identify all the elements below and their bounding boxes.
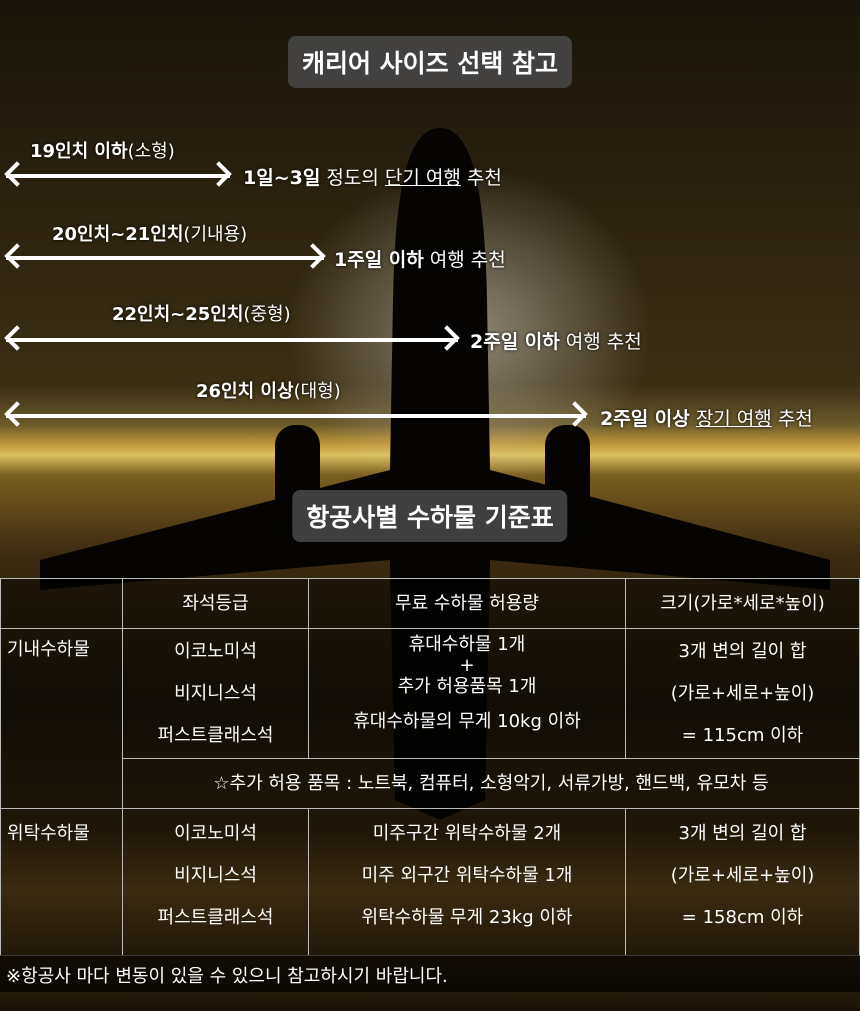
header-empty — [0, 578, 123, 629]
header-size: 크기(가로*세로*높이) — [625, 578, 860, 629]
carry-on-label: 기내수하물 — [0, 628, 123, 809]
baggage-table: 좌석등급 무료 수하물 허용량 크기(가로*세로*높이) 기내수하물 이코노미석… — [0, 578, 860, 956]
double-arrow-icon — [6, 256, 324, 260]
double-arrow-icon — [6, 338, 458, 342]
size-label-small: 19인치 이하(소형) — [30, 141, 175, 162]
carry-on-size: 3개 변의 길이 합(가로+세로+높이)= 115cm 이하 — [625, 628, 860, 759]
size-desc-small: 1일~3일 정도의 단기 여행 추천 — [243, 167, 502, 189]
additional-items-note: ☆추가 허용 품목 : 노트북, 컴퓨터, 소형악기, 서류가방, 핸드백, 유… — [122, 758, 860, 809]
header-allowance: 무료 수하물 허용량 — [308, 578, 626, 629]
baggage-table-title: 항공사별 수하물 기준표 — [292, 490, 568, 542]
size-label-medium: 22인치~25인치(중형) — [112, 304, 291, 325]
note-row: ☆추가 허용 품목 : 노트북, 컴퓨터, 소형악기, 서류가방, 핸드백, 유… — [1, 758, 860, 809]
double-arrow-icon — [6, 414, 586, 418]
size-desc-large: 2주일 이상 장기 여행 추천 — [600, 408, 813, 430]
carrier-size-title: 캐리어 사이즈 선택 참고 — [287, 36, 573, 88]
footer-note: ※항공사 마다 변동이 있을 수 있으니 참고하시기 바랍니다. — [0, 955, 860, 992]
size-label-large: 26인치 이상(대형) — [196, 381, 341, 402]
header-seat-class: 좌석등급 — [122, 578, 309, 629]
double-arrow-icon — [6, 174, 230, 178]
checked-size: 3개 변의 길이 합(가로+세로+높이)= 158cm 이하 — [625, 808, 860, 956]
size-desc-cabin: 1주일 이하 여행 추천 — [334, 249, 506, 271]
size-label-cabin: 20인치~21인치(기내용) — [52, 224, 248, 245]
table-header-row: 좌석등급 무료 수하물 허용량 크기(가로*세로*높이) — [0, 578, 860, 629]
size-desc-medium: 2주일 이하 여행 추천 — [470, 331, 642, 353]
checked-label: 위탁수하물 — [0, 808, 123, 956]
